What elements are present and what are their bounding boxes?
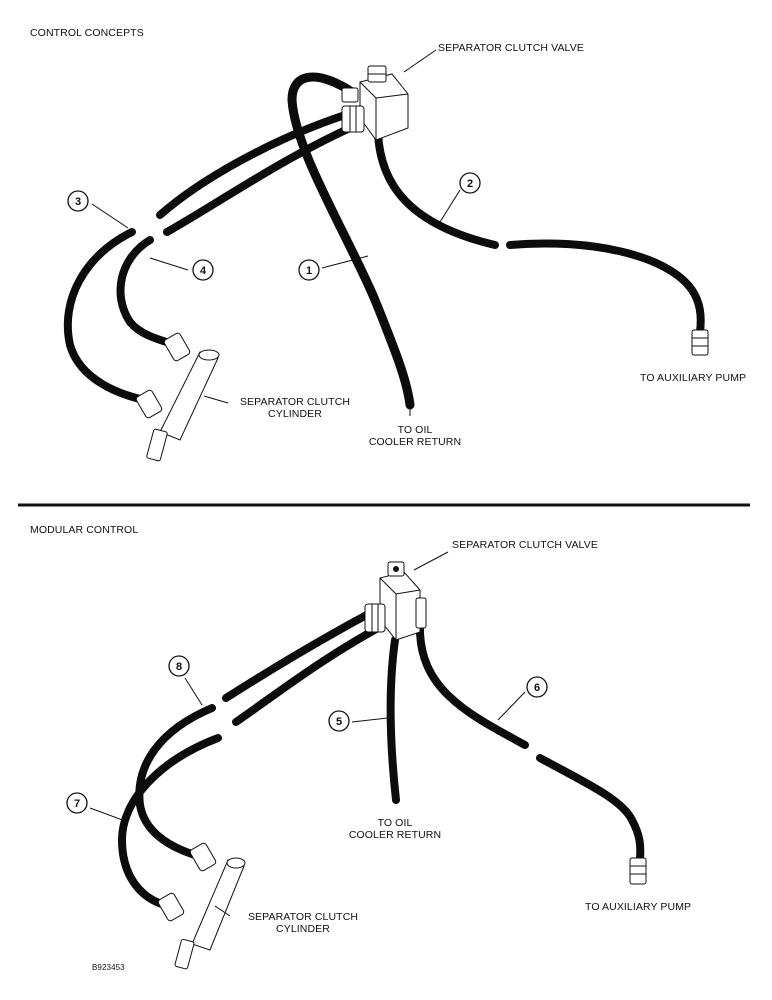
top-diagram: 1 2 3 4 — [63, 49, 709, 462]
hose-4-lower — [116, 236, 180, 349]
leader-cylinder-top — [203, 395, 229, 404]
svg-text:5: 5 — [336, 716, 342, 728]
hose-4-upper — [163, 124, 354, 236]
hose-5 — [386, 636, 400, 804]
leader-7 — [89, 807, 129, 823]
callout-6: 6 — [526, 676, 548, 698]
leader-8 — [184, 677, 203, 706]
hose-1-break-line — [394, 327, 413, 337]
top-cylinder-label-line1: SEPARATOR CLUTCH — [239, 396, 351, 408]
callout-5: 5 — [328, 710, 350, 732]
leader-3 — [91, 203, 129, 229]
hose-6-continued — [536, 754, 645, 862]
bottom-cylinder-label-line1: SEPARATOR CLUTCH — [247, 911, 359, 923]
callout-3: 3 — [67, 190, 89, 212]
callout-2: 2 — [459, 172, 481, 194]
hose-7-lower — [118, 734, 222, 909]
bottom-cylinder-label-line2: CYLINDER — [276, 923, 330, 935]
top-cylinder-label-line2: CYLINDER — [268, 408, 322, 420]
top-cylinder-label: SEPARATOR CLUTCH CYLINDER — [230, 396, 360, 420]
figure-id: B923453 — [92, 963, 125, 972]
svg-text:6: 6 — [534, 682, 540, 694]
pump-fitting-bottom — [629, 857, 647, 885]
svg-text:2: 2 — [467, 178, 473, 190]
top-return-label-line2: COOLER RETURN — [368, 436, 462, 448]
top-section-title: CONTROL CONCEPTS — [30, 27, 144, 39]
hose-8-lower — [135, 704, 216, 862]
separator-clutch-valve-top — [341, 65, 409, 141]
top-return-label-line1: TO OIL — [397, 424, 433, 436]
hose-3-lower — [63, 228, 149, 404]
leader-cylinder-bottom — [214, 905, 231, 917]
hose-1 — [287, 72, 415, 410]
callout-4: 4 — [192, 259, 214, 281]
bottom-return-label: TO OIL COOLER RETURN — [340, 817, 450, 841]
leader-1 — [321, 255, 369, 269]
bottom-diagram: 5 6 7 8 — [66, 551, 647, 970]
bottom-cylinder-label: SEPARATOR CLUTCH CYLINDER — [238, 911, 368, 935]
leader-6 — [497, 691, 526, 721]
hose-2 — [374, 128, 499, 249]
hose-7-upper — [232, 624, 382, 726]
callout-7: 7 — [66, 792, 88, 814]
hose-3-upper — [156, 111, 349, 219]
hose-6 — [415, 621, 529, 749]
top-valve-label: SEPARATOR CLUTCH VALVE — [438, 42, 584, 54]
leader-valve-bottom — [413, 551, 449, 571]
separator-clutch-cylinder-top — [135, 332, 220, 462]
bottom-return-label-line2: COOLER RETURN — [348, 829, 442, 841]
top-pump-label: TO AUXILIARY PUMP — [640, 372, 747, 384]
bottom-return-label-line1: TO OIL — [377, 817, 413, 829]
pump-fitting-top — [691, 329, 709, 356]
bottom-section-title: MODULAR CONTROL — [30, 524, 139, 536]
callout-1: 1 — [298, 259, 320, 281]
leader-4 — [149, 257, 189, 271]
callout-8: 8 — [168, 655, 190, 677]
leader-5 — [351, 717, 389, 723]
separator-clutch-valve-bottom — [364, 561, 427, 641]
svg-text:4: 4 — [200, 265, 207, 277]
svg-text:7: 7 — [74, 798, 80, 810]
top-return-label: TO OIL COOLER RETURN — [360, 424, 470, 448]
hose-2-continued — [506, 239, 705, 336]
bottom-valve-label: SEPARATOR CLUTCH VALVE — [452, 539, 598, 551]
separator-clutch-cylinder-bottom — [157, 842, 246, 970]
hose-8-upper — [222, 608, 376, 702]
leader-valve-top — [403, 49, 437, 73]
svg-text:1: 1 — [306, 265, 312, 277]
svg-text:3: 3 — [75, 196, 81, 208]
svg-text:8: 8 — [176, 661, 182, 673]
leader-2 — [439, 189, 461, 223]
bottom-pump-label: TO AUXILIARY PUMP — [585, 901, 692, 913]
